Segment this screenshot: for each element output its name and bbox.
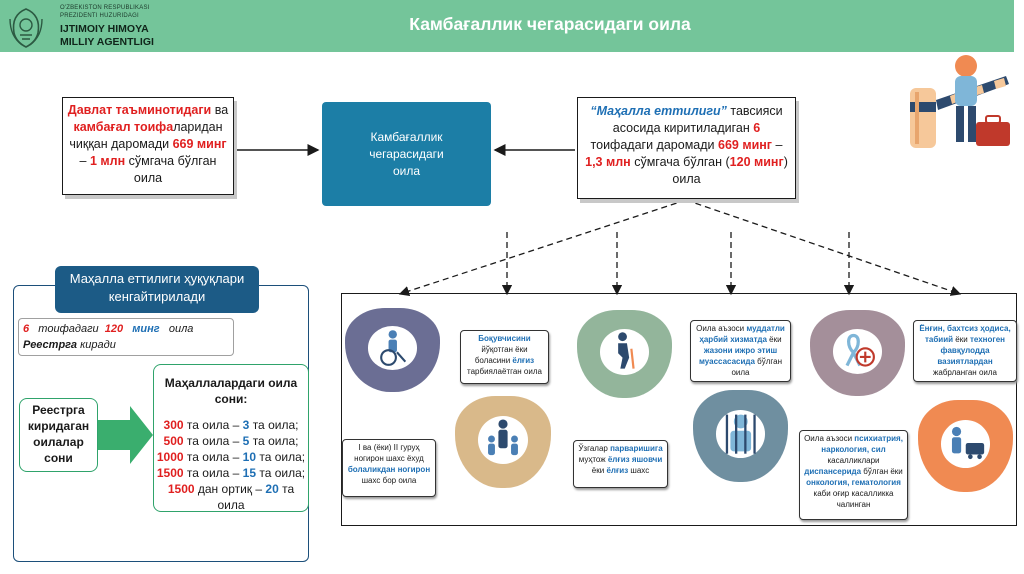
category-single-parent: Боқувчисини йўқотган ёки боласини ёлғиз …: [460, 330, 549, 384]
family-count-row: 1500 дан ортиқ – 20 та оила: [167, 482, 295, 512]
category-illness: Оила аъзоси психиатрия, наркология, сил …: [799, 430, 908, 520]
dashed-arrow-1: [398, 199, 687, 297]
category-elderly: Ўзгалар парваришига муҳтож ёлғиз яшовчи …: [573, 440, 668, 488]
prisoner-icon: [725, 414, 756, 454]
illness-category-badge: [810, 310, 905, 396]
ribbon-medical-icon: [845, 333, 875, 367]
family-icon: [488, 419, 518, 456]
category-disabled: I ва (ёки) II гуруҳ ногирон шахс ёхуд бо…: [342, 439, 436, 497]
agency-emblem-icon: [9, 8, 43, 48]
category-prison-military: Оила аъзоси муддатли ҳарбий хизматда ёки…: [690, 320, 791, 382]
dashed-arrow-2: [685, 199, 962, 296]
green-arrow-icon: [98, 406, 153, 464]
elderly-category-badge: [577, 310, 672, 398]
count-title: Маҳаллалардаги оила сони:: [164, 376, 298, 406]
wheelchair-icon: [379, 330, 406, 367]
emergency-icon: [951, 427, 984, 460]
header-bar: [0, 0, 1014, 52]
center-line1: Камбағаллик: [370, 129, 443, 144]
logo-text-line1: O'ZBEKISTON RESPUBLIKASI: [60, 5, 150, 11]
registry-note: 6 тоифадаги 120 минг оила Реестрга кирад…: [18, 318, 234, 356]
logo-text-line4: MILLIY AGENTLIGI: [60, 36, 154, 48]
logo-text-line3: IJTIMOIY HIMOYA: [60, 23, 149, 35]
registry-families-box: Реестрга киридаган оилалар сони: [19, 398, 98, 472]
disabled-category-badge: [345, 308, 440, 392]
logo-text-line2: PREZIDENTI HUZURIDAGI: [60, 13, 139, 19]
mahalla-rights-title: Маҳалла еттилиги ҳуқуқлари кенгайтирилад…: [55, 266, 259, 313]
state-support-box: Давлат таъминотидаги ва камбағал тоифала…: [62, 97, 234, 195]
family-count-box: Маҳаллалардаги оила сони: 300 та оила – …: [153, 364, 309, 512]
family-count-row: 300 та оила – 3 та оила;: [163, 418, 299, 432]
categories-panel: [341, 293, 1017, 526]
prison-military-category-badge: [693, 390, 788, 482]
family-count-row: 1500 та оила – 15 та оила;: [156, 466, 306, 480]
elderly-icon: [617, 332, 635, 370]
category-emergency: Ёнғин, бахтсиз ҳодиса, табиий ёки техног…: [913, 320, 1017, 382]
page-title: Камбағаллик чегарасидаги оила: [409, 14, 691, 34]
emergency-category-badge: [918, 400, 1013, 492]
poverty-line-family-box: Камбағаллик чегарасидаги оила: [322, 102, 491, 206]
family-count-row: 500 та оила – 5 та оила;: [163, 434, 299, 448]
single-parent-category-badge: [455, 396, 551, 488]
center-line2: чегарасидаги: [369, 146, 444, 161]
mahalla-recommendation-box: “Маҳалла еттилиги” тавсияси асосида кири…: [577, 97, 796, 199]
center-line3: оила: [392, 163, 421, 178]
family-count-row: 1000 та оила – 10 та оила;: [156, 450, 306, 464]
barrier-gate-icon: [910, 55, 1010, 148]
